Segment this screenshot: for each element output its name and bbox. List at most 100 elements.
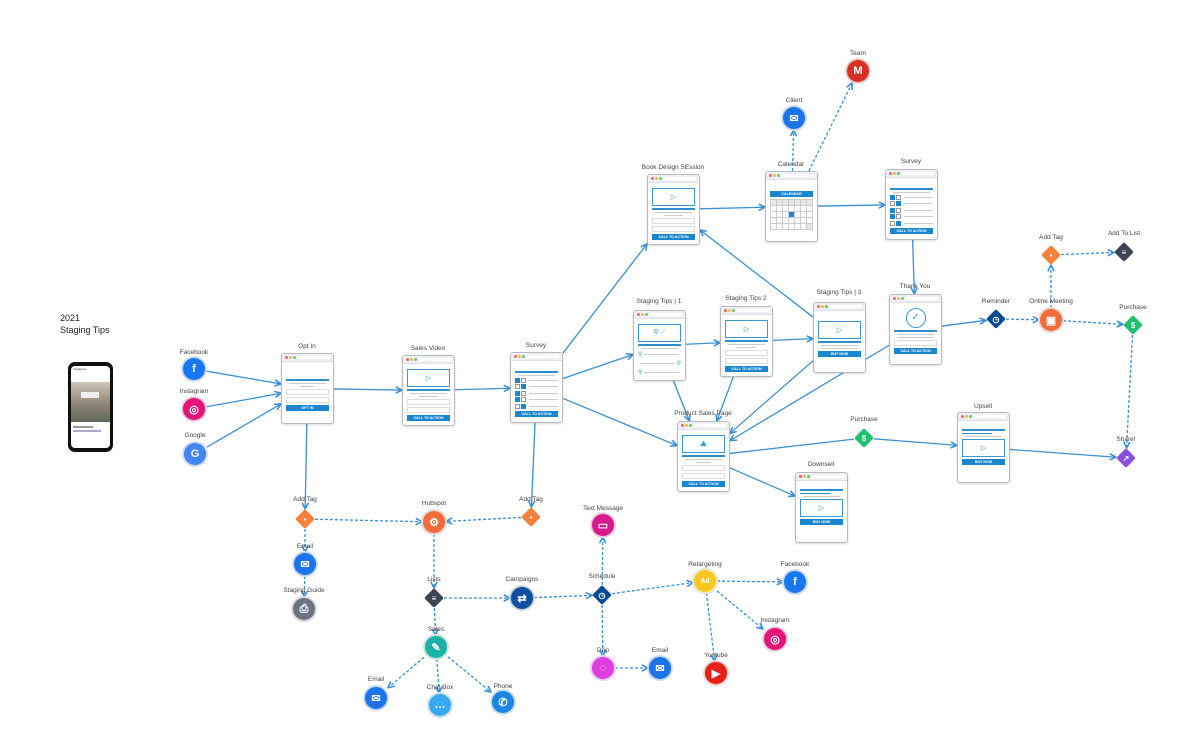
facebook-icon[interactable]: f [182, 357, 206, 381]
pdf-icon[interactable]: ⎙ [292, 597, 316, 621]
edge-facebook1-to-optin [205, 370, 281, 384]
page-cta-button[interactable]: CALL TO ACTION [894, 347, 937, 354]
edge-st1-to-productsales [672, 380, 690, 421]
funnel-page-survey1[interactable]: CALL TO ACTION [510, 352, 563, 423]
email-icon[interactable]: ✉ [293, 552, 317, 576]
edge-survey1-to-productsales [562, 397, 677, 445]
instagram-icon[interactable]: ◎ [763, 627, 787, 651]
node-label: Email [367, 676, 385, 683]
email-icon[interactable]: ✉ [364, 686, 388, 710]
drip-icon[interactable]: ◌ [591, 656, 615, 680]
page-cta-button[interactable]: CALL TO ACTION [407, 414, 450, 421]
signpost-icon[interactable]: ⇄ [510, 586, 534, 610]
edge-survey1-to-bookdesign [562, 244, 647, 354]
phone-app-name: Instagram [73, 367, 87, 371]
edge-addtag2-to-hubspot [446, 516, 522, 522]
page-label: Staging Tips 2 [725, 295, 767, 302]
node-label: Facebook [780, 561, 810, 568]
facebook-icon[interactable]: f [783, 570, 807, 594]
node-label: Sales [427, 626, 445, 633]
browser-bar [796, 473, 847, 481]
page-cta-button[interactable]: BUY NOW [818, 350, 861, 357]
hubspot-icon[interactable]: ⚙ [422, 510, 446, 534]
salesperson-icon[interactable]: ✎ [424, 635, 448, 659]
funnel-page-productsales[interactable]: ⛰CALL TO ACTION [677, 421, 730, 492]
edge-thankyou-to-reminder [941, 320, 986, 327]
funnel-page-thankyou[interactable]: ✓CALL TO ACTION [889, 294, 942, 365]
edge-google-to-optin [206, 404, 281, 448]
edge-calendar-to-team [808, 83, 852, 172]
list-icon: ≡ [431, 593, 437, 603]
page-label: Staging Tips | 1 [636, 298, 682, 305]
edge-addtag1-to-hubspot [314, 519, 422, 521]
edge-survey2-to-thankyou [913, 239, 915, 294]
node-label: Team [850, 50, 866, 57]
chat-icon[interactable]: … [428, 693, 452, 717]
page-label: Downsell [807, 461, 835, 468]
sms-icon[interactable]: ▭ [591, 513, 615, 537]
gmail-icon[interactable]: M [846, 59, 870, 83]
google-icon[interactable]: G [183, 442, 207, 466]
node-label: Purchase [1119, 304, 1147, 311]
title-year: 2021 [60, 313, 81, 323]
page-cta-button[interactable]: CALENDAR [770, 191, 813, 197]
edge-purchase2-to-share [1127, 334, 1134, 448]
node-label: Retargeting [688, 561, 722, 568]
browser-bar [890, 295, 941, 303]
browser-bar [766, 172, 817, 180]
email-icon[interactable]: ✉ [782, 106, 806, 130]
page-cta-button[interactable]: CALL TO ACTION [515, 410, 558, 417]
node-label: Instagram [760, 617, 790, 624]
funnel-page-downsell[interactable]: ▷BUY NOW [795, 472, 848, 543]
funnel-page-bookdesign[interactable]: ▷CALL TO ACTION [647, 174, 700, 245]
share-icon: ↗ [1122, 453, 1130, 463]
edge-salesvideo-to-survey1 [454, 388, 510, 390]
browser-bar [403, 356, 454, 364]
page-label: Upsell [973, 403, 993, 410]
edge-productsales-to-downsell [729, 467, 795, 496]
edge-upsell-to-share [1009, 448, 1116, 457]
page-cta-button[interactable]: CALL TO ACTION [725, 365, 768, 372]
edge-reminder-to-onlinemeeting [1005, 319, 1039, 320]
funnel-page-optin[interactable]: OPT IN [281, 353, 334, 424]
page-cta-button[interactable]: CALL TO ACTION [652, 233, 695, 240]
edge-st2-to-productsales [717, 376, 734, 421]
edge-optin-to-addtag1 [305, 423, 307, 509]
phone-icon[interactable]: ✆ [491, 690, 515, 714]
browser-bar [678, 422, 729, 430]
phone-mockup: Instagram [68, 362, 113, 452]
edge-bookdesign-to-calendar [699, 207, 765, 209]
meeting-icon[interactable]: ▣ [1039, 308, 1063, 332]
funnel-page-st1[interactable]: ⚲ ⟋⚲⚲⚲ [633, 310, 686, 381]
funnel-page-survey2[interactable]: CALL TO ACTION [885, 169, 938, 240]
funnel-page-upsell[interactable]: ▷BUY NOW [957, 412, 1010, 483]
list-icon: ≡ [1121, 247, 1127, 257]
node-label: Reminder [981, 298, 1011, 305]
page-cta-button[interactable]: CALL TO ACTION [890, 227, 933, 234]
diagram-title: 2021 Staging Tips [60, 312, 110, 336]
funnel-page-st3[interactable]: ▷BUY NOW [813, 302, 866, 373]
page-cta-button[interactable]: BUY NOW [800, 519, 843, 525]
node-label: Email [296, 543, 314, 550]
email-icon[interactable]: ✉ [648, 656, 672, 680]
instagram-icon[interactable]: ◎ [182, 397, 206, 421]
funnel-page-salesvideo[interactable]: ▷CALL TO ACTION [402, 355, 455, 426]
youtube-icon[interactable]: ▶ [704, 661, 728, 685]
edge-calendar-to-survey2 [817, 205, 885, 206]
dollar-icon: $ [861, 433, 867, 443]
edge-retargeting-to-youtube [705, 592, 714, 661]
page-cta-button[interactable]: BUY NOW [962, 459, 1005, 465]
page-label: Survey [900, 158, 922, 165]
funnel-page-calendar[interactable]: CALENDAR [765, 171, 818, 242]
browser-bar [886, 170, 937, 178]
node-label: Add To List [1107, 230, 1141, 237]
edge-st2-to-st3 [772, 339, 813, 341]
tag-icon: ▪ [303, 514, 307, 524]
funnel-page-st2[interactable]: ▷CALL TO ACTION [720, 306, 773, 377]
page-label: Thank You [899, 283, 931, 290]
page-cta-button[interactable]: OPT IN [286, 404, 329, 411]
ad-icon[interactable]: Ad [693, 569, 717, 593]
page-cta-button[interactable]: CALL TO ACTION [682, 480, 725, 487]
node-label: Text Message [582, 505, 624, 512]
